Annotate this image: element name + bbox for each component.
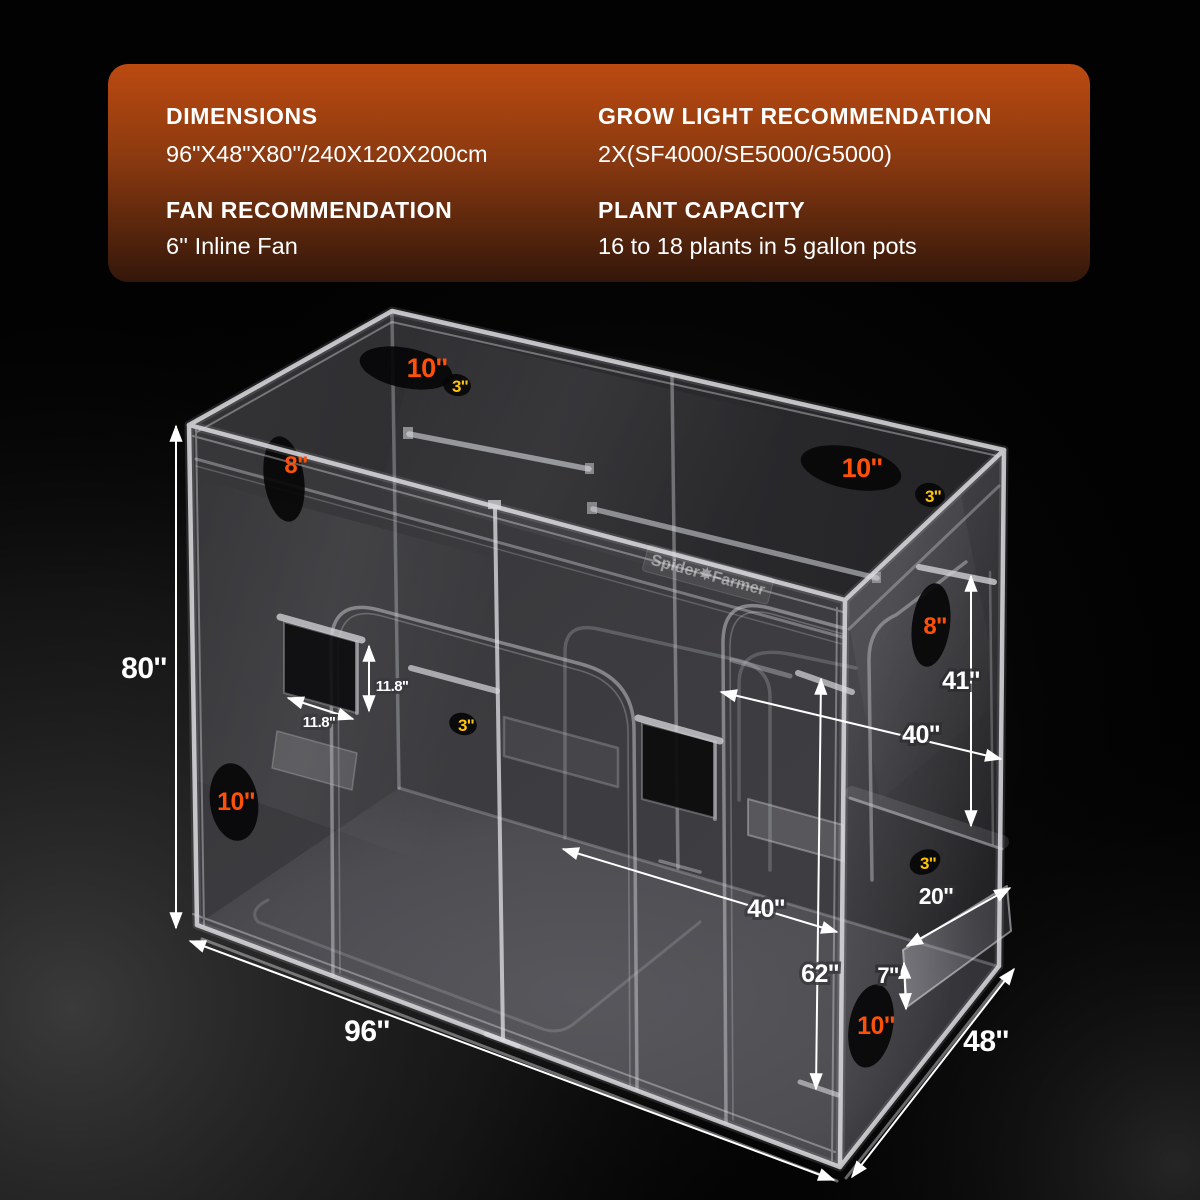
dim-width-96-line <box>188 940 836 1181</box>
spec-label-plant-capacity: PLANT CAPACITY <box>598 197 805 223</box>
dim-side-40-line <box>719 689 1003 762</box>
top-right-3in-port <box>915 482 945 508</box>
side-3in-port <box>909 849 941 875</box>
front-10in-port <box>209 763 259 841</box>
spec-value-grow-light: 2X(SF4000/SE5000/G5000) <box>598 141 892 167</box>
front-window-left-flap <box>272 731 357 790</box>
dim-vent-7-line <box>898 961 912 1011</box>
dim-depth-48-label: 48'' <box>963 1025 1009 1058</box>
top-left-3in-port <box>443 373 471 397</box>
ceiling-hanging-bars <box>403 427 881 583</box>
top-left-10in-port <box>359 346 453 390</box>
dim-depth-48-line <box>851 967 1015 1179</box>
dim-window-11-8-h-line <box>286 696 355 721</box>
front-window-left <box>276 613 366 715</box>
top-left-3in-port-label: 3'' <box>452 377 468 396</box>
spec-label-fan: FAN RECOMMENDATION <box>166 197 452 223</box>
side-3in-port-label: 3'' <box>920 854 936 873</box>
front-8in-port-label: 8'' <box>284 452 307 479</box>
dim-front-40-line <box>561 847 839 934</box>
top-right-3in-port-label: 3'' <box>925 487 941 506</box>
front-3in-port-label: 3'' <box>458 716 474 735</box>
dim-width-96-label: 96'' <box>344 1015 390 1048</box>
spec-panel-background <box>108 64 1090 282</box>
front-10in-port-label: 10'' <box>217 788 255 816</box>
dim-vent-20-line <box>905 887 1012 947</box>
vent-ports <box>209 346 951 1068</box>
spec-value-plant-capacity: 16 to 18 plants in 5 gallon pots <box>598 233 917 259</box>
dimension-labels: 80''96''48''41''40''40''62''20''7''11.8'… <box>121 652 1009 1058</box>
dim-front-62-line <box>809 677 828 1091</box>
front-window-right <box>634 714 724 821</box>
top-right-10in-port <box>800 445 902 491</box>
dim-front-40-label: 40'' <box>747 895 785 923</box>
spec-label-grow-light: GROW LIGHT RECOMMENDATION <box>598 103 992 129</box>
side-8in-port <box>911 583 951 667</box>
dimension-lines <box>169 424 1015 1181</box>
top-left-10in-port-label: 10'' <box>407 353 448 383</box>
side-10in-port-label: 10'' <box>857 1012 895 1040</box>
dim-window-11-8-v-label: 11.8'' <box>376 678 409 695</box>
dim-height-80-label: 80'' <box>121 652 167 685</box>
side-8in-port-label: 8'' <box>923 613 946 640</box>
front-3in-port <box>449 712 477 736</box>
dim-vent-20-label: 20'' <box>919 883 954 909</box>
spec-value-fan: 6'' Inline Fan <box>166 233 298 259</box>
dim-side-40-label: 40'' <box>902 721 940 749</box>
port-labels: 10''3''10''3''8''10''3''8''3''10'' <box>217 353 947 1040</box>
dim-front-62-label: 62'' <box>801 960 839 988</box>
dim-window-11-8-h-label: 11.8'' <box>303 714 336 731</box>
spec-value-dimensions: 96"X48"X80"/240X120X200cm <box>166 141 488 167</box>
front-8in-port <box>263 436 305 522</box>
front-tool-pouch <box>504 717 618 787</box>
spec-panel: DIMENSIONS 96"X48"X80"/240X120X200cm GRO… <box>108 64 1090 282</box>
top-right-10in-port-label: 10'' <box>842 453 883 483</box>
spec-label-dimensions: DIMENSIONS <box>166 103 318 129</box>
dim-side-41-label: 41'' <box>942 667 980 695</box>
dim-vent-7-label: 7'' <box>877 963 898 988</box>
